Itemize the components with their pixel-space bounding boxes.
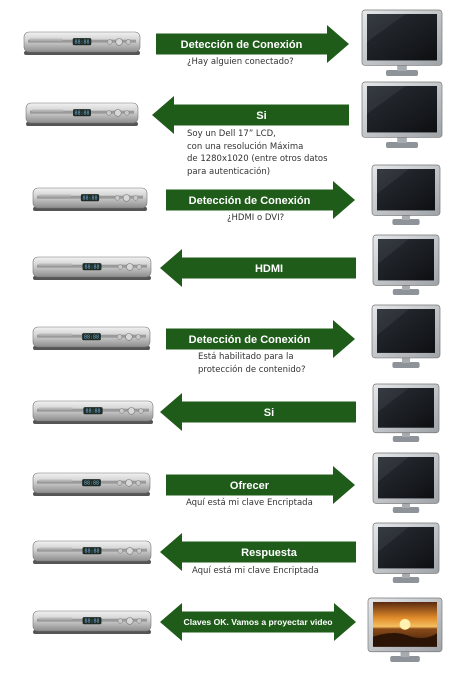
arrow-label-5: Detección de Conexión	[189, 334, 311, 346]
step-note-3: ¿HDMI o DVI?	[227, 212, 284, 225]
arrow-9	[160, 603, 356, 641]
set-top-box-6: 88:88	[32, 400, 154, 424]
arrow-label-9: Claves OK. Vamos a proyectar video	[183, 617, 332, 627]
svg-text:88:88: 88:88	[84, 481, 99, 487]
svg-text:88:88: 88:88	[84, 549, 99, 555]
arrow-7	[166, 466, 355, 504]
tv-monitor-3	[371, 164, 441, 225]
step-note-1: ¿Hay alguien conectado?	[187, 56, 294, 69]
step-note-line: con una resolución Máxima	[187, 141, 304, 152]
step-note-line: Soy un Dell 17” LCD,	[187, 129, 276, 139]
step-note-line: Aquí está mi clave Encriptada	[186, 498, 313, 508]
tv-monitor-8	[372, 522, 440, 583]
set-top-box-2: 88:88	[25, 102, 139, 126]
step-note-5: Está habilitado para la protección de con…	[198, 351, 305, 376]
set-top-box-8: 88:88	[32, 540, 152, 564]
set-top-box-3: 88:88	[32, 187, 148, 211]
arrow-4	[160, 249, 356, 287]
arrow-3	[166, 181, 355, 219]
arrow-5	[166, 320, 355, 358]
arrow-6	[160, 393, 356, 431]
step-note-line: ¿Hay alguien conectado?	[187, 57, 294, 67]
step-note-line: protección de contenido?	[198, 364, 306, 375]
svg-text:88:88: 88:88	[84, 619, 99, 625]
arrow-label-7: Ofrecer	[230, 480, 270, 492]
arrow-label-6: Si	[264, 407, 274, 419]
svg-text:88:88: 88:88	[84, 335, 99, 341]
set-top-box-9: 88:88	[32, 610, 152, 634]
svg-text:88:88: 88:88	[74, 111, 89, 117]
tv-monitor-6	[372, 383, 440, 442]
tv-monitor-5	[371, 304, 441, 368]
step-note-7: Aquí está mi clave Encriptada	[186, 497, 313, 510]
tv-monitor-9	[367, 597, 443, 662]
arrow-label-2: Si	[256, 110, 266, 122]
step-note-line: ¿HDMI o DVI?	[227, 213, 285, 223]
tv-monitor-1	[361, 9, 443, 76]
set-top-box-4: 88:88	[32, 256, 152, 280]
svg-text:88:88: 88:88	[74, 40, 89, 46]
step-note-line: de 1280x1020 (entre otros datos	[187, 154, 328, 164]
step-note-2: Soy un Dell 17” LCD, con una resolución M…	[187, 128, 328, 178]
set-top-box-1: 88:88	[23, 31, 141, 55]
tv-monitor-4	[372, 234, 440, 295]
step-note-line: para autenticación)	[187, 166, 271, 177]
svg-text:88:88: 88:88	[84, 265, 99, 271]
arrow-label-3: Detección de Conexión	[189, 195, 311, 207]
arrow-1	[156, 25, 349, 63]
step-note-line: Está habilitado para la	[198, 352, 294, 362]
svg-text:88:88: 88:88	[85, 409, 100, 415]
set-top-box-7: 88:88	[32, 472, 151, 496]
set-top-box-5: 88:88	[32, 326, 151, 350]
step-note-line: Aquí está mi clave Encriptada	[192, 566, 319, 576]
arrow-2	[152, 96, 349, 134]
svg-text:88:88: 88:88	[82, 196, 97, 202]
arrow-label-1: Detección de Conexión	[181, 39, 303, 51]
tv-monitor-7	[372, 452, 440, 513]
arrow-8	[160, 533, 356, 571]
arrow-label-4: HDMI	[255, 263, 283, 275]
step-note-8: Aquí está mi clave Encriptada	[192, 565, 319, 578]
tv-monitor-2	[361, 81, 443, 148]
arrow-label-8: Respuesta	[241, 547, 298, 559]
